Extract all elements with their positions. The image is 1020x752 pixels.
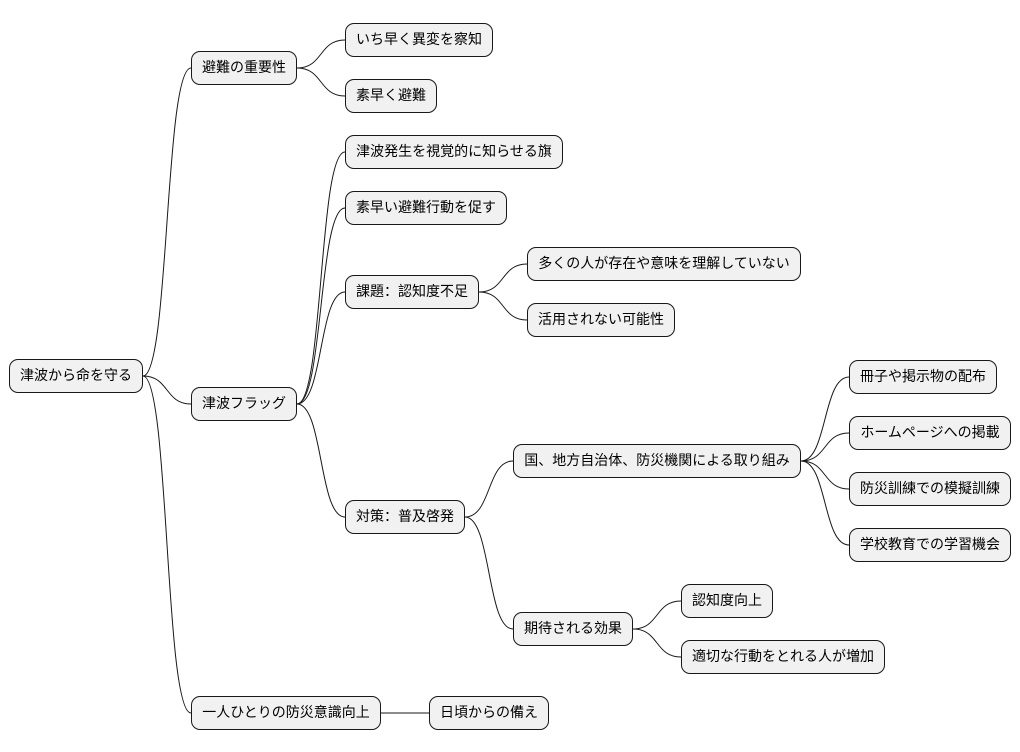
node-importance-evacuate[interactable]: 素早く避難 [345, 79, 437, 113]
node-awareness[interactable]: 一人ひとりの防災意識向上 [191, 696, 381, 730]
connector-node-importance [142, 67, 192, 377]
connector-node-importance-evacuate [296, 67, 346, 97]
connector-node-importance-detect [296, 39, 346, 69]
node-flag[interactable]: 津波フラッグ [191, 387, 297, 421]
connector-node-efforts [464, 460, 514, 518]
node-efforts-booklet[interactable]: 冊子や掲示物の配布 [849, 360, 997, 394]
node-issue-unused[interactable]: 活用されない可能性 [527, 303, 675, 337]
connector-node-issue-unknown [478, 263, 528, 293]
node-issue-unknown[interactable]: 多くの人が存在や意味を理解していない [527, 247, 801, 281]
connector-node-effects-recognition [632, 600, 682, 630]
connector-node-efforts-drill [800, 460, 850, 490]
node-efforts-website[interactable]: ホームページへの掲載 [849, 416, 1011, 450]
connector-node-flag [142, 375, 192, 405]
connector-node-efforts-booklet [800, 376, 850, 462]
node-efforts[interactable]: 国、地方自治体、防災機関による取り組み [513, 444, 801, 478]
node-importance-detect[interactable]: いち早く異変を察知 [345, 23, 493, 57]
connector-node-flag-action [296, 207, 346, 405]
node-flag-action[interactable]: 素早い避難行動を促す [345, 191, 507, 225]
node-measures[interactable]: 対策：普及啓発 [345, 500, 465, 534]
node-root[interactable]: 津波から命を守る [9, 359, 143, 393]
node-flag-visual[interactable]: 津波発生を視覚的に知らせる旗 [345, 135, 563, 169]
connector-node-effects-behavior [632, 628, 682, 658]
connector-node-efforts-school [800, 460, 850, 546]
node-awareness-preparation[interactable]: 日頃からの備え [429, 696, 549, 730]
node-issue[interactable]: 課題：認知度不足 [345, 275, 479, 309]
node-efforts-school[interactable]: 学校教育での学習機会 [849, 528, 1011, 562]
node-effects-behavior[interactable]: 適切な行動をとれる人が増加 [681, 640, 885, 674]
node-efforts-drill[interactable]: 防災訓練での模擬訓練 [849, 472, 1011, 506]
connector-node-issue [296, 291, 346, 405]
node-effects-recognition[interactable]: 認知度向上 [681, 584, 773, 618]
connector-node-issue-unused [478, 291, 528, 321]
node-effects[interactable]: 期待される効果 [513, 612, 633, 646]
connector-node-awareness [142, 375, 192, 714]
connector-node-flag-visual [296, 151, 346, 405]
node-importance[interactable]: 避難の重要性 [191, 51, 297, 85]
connector-node-measures [296, 403, 346, 518]
connector-node-efforts-website [800, 432, 850, 462]
connector-node-effects [464, 516, 514, 630]
